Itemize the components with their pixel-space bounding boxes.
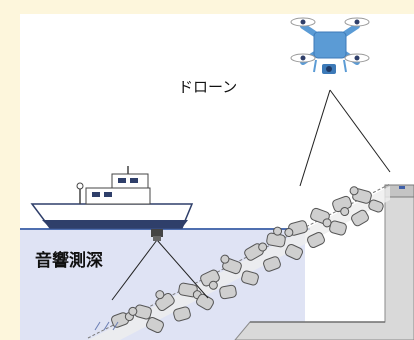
drone-label: ドローン <box>178 78 238 96</box>
sonar-label: 音響測深 <box>35 251 103 271</box>
seabed-hatch <box>94 321 119 331</box>
echo-sounder-icon <box>151 229 163 241</box>
seawall-marker <box>399 186 405 189</box>
survey-boat-icon <box>30 166 194 229</box>
quadcopter-drone-icon <box>290 17 370 74</box>
sonar-beam <box>111 239 209 301</box>
drone-view-lines <box>299 89 391 187</box>
armor-blocks <box>111 186 384 334</box>
water-body <box>20 229 305 340</box>
